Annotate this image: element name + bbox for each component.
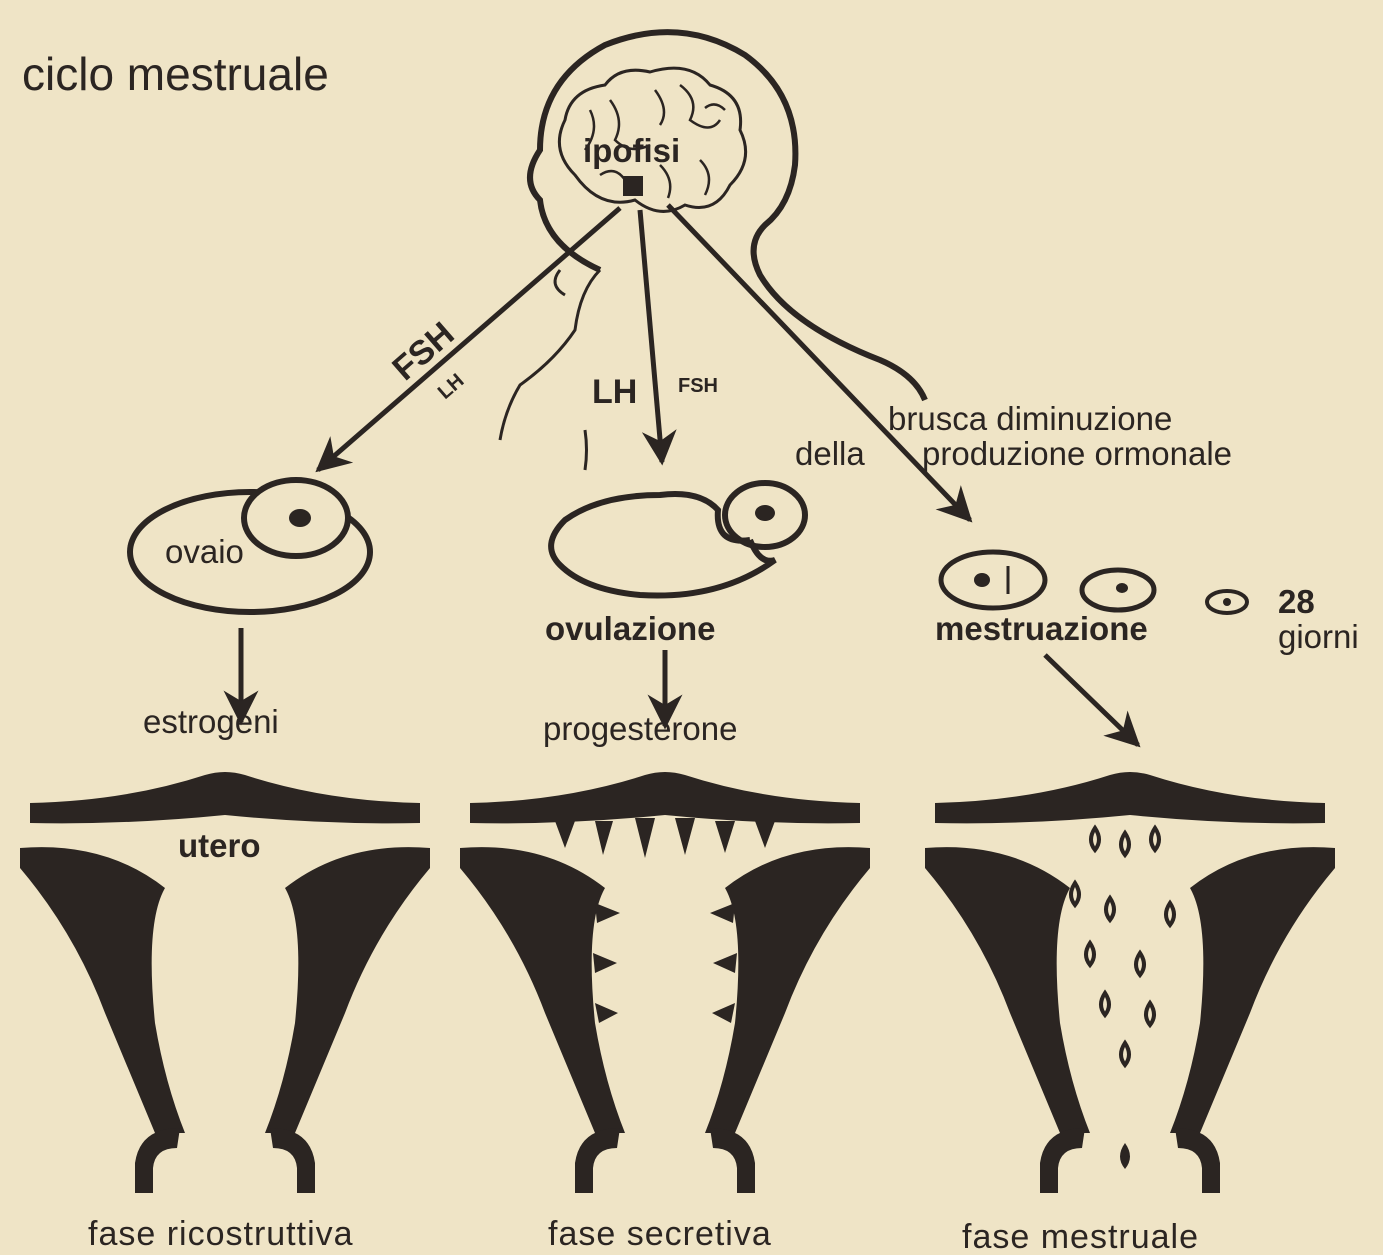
lh-label-center: LH (592, 373, 637, 411)
uterus-label: utero (178, 827, 261, 864)
progesterone-label: progesterone (543, 710, 737, 747)
diagram-title: ciclo mestruale (22, 48, 329, 100)
hormone-drop-line2b: produzione ormonale (922, 435, 1232, 472)
pituitary-gland-icon (623, 176, 643, 196)
hormone-drop-line2a: della (795, 435, 865, 472)
regressing-follicles-icon (941, 552, 1247, 613)
arrow-to-menstruation (668, 205, 970, 520)
arrow-menstruation-to-uterus (1045, 655, 1138, 745)
pituitary-label: ipofisi (583, 132, 680, 169)
cycle-length-number: 28 (1278, 583, 1315, 620)
cycle-length-unit: giorni (1278, 618, 1359, 655)
ovulating-ovary-icon (551, 483, 805, 596)
hormone-drop-line1: brusca diminuzione (888, 400, 1172, 437)
fsh-label-center: FSH (678, 375, 718, 397)
caption-secretory-phase: fase secretiva (548, 1215, 772, 1253)
caption-reconstructive-phase: fase ricostruttiva (88, 1215, 354, 1253)
arrow-to-ovary (318, 208, 620, 470)
ovulation-label: ovulazione (545, 610, 716, 647)
caption-menstrual-phase: fase mestruale (962, 1218, 1199, 1255)
estrogen-label: estrogeni (143, 703, 279, 740)
arrow-to-ovulation (640, 210, 662, 462)
uterus-menstrual-icon (925, 772, 1335, 1193)
ovary-label: ovaio (165, 533, 244, 570)
uterus-secretory-icon (460, 772, 870, 1193)
menstruation-label: mestruazione (935, 610, 1148, 647)
lh-label-left: LH (434, 370, 469, 404)
